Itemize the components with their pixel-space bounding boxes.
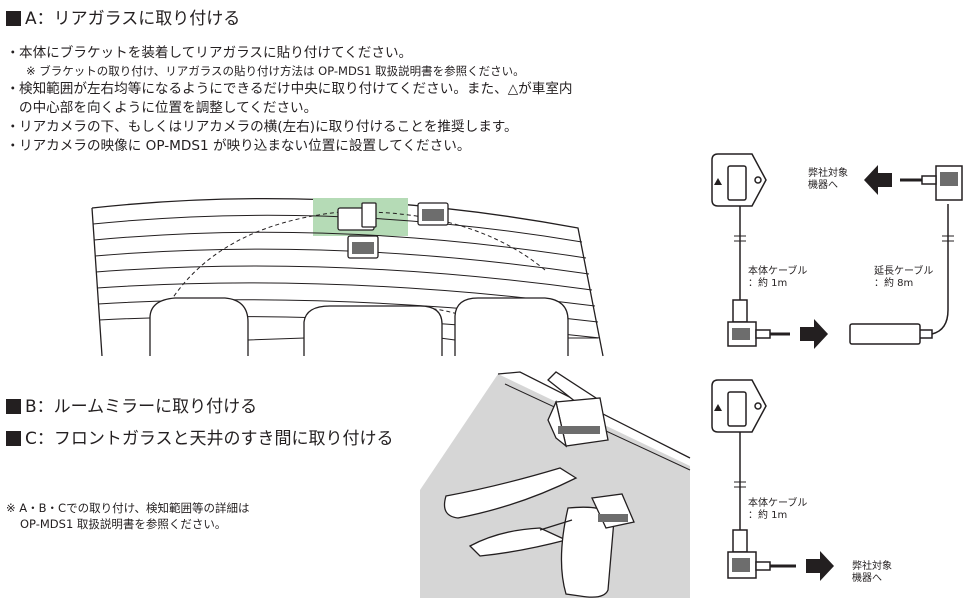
list-item-text: の中心部を向くように位置を調整してください。 [19, 100, 318, 116]
arrow-right-icon [806, 551, 834, 581]
target-device-label: 弊社対象 機器へ [852, 561, 892, 584]
wiring-diagram-bottom [711, 379, 834, 581]
triangle-mark-icon [714, 178, 722, 185]
rear-window-illustration [91, 197, 604, 357]
section-a-title: A：リアガラスに取り付ける [25, 9, 241, 29]
body-cable-label: 本体ケーブル ：約 1m [748, 498, 808, 521]
list-item-text: 検知範囲が左右均等になるようにできるだけ中央に取り付けてください。また、△が車室… [19, 81, 573, 97]
list-item-text: リアカメラの映像に OP-MDS1 が映り込まない位置に設置してください。 [19, 138, 471, 154]
section-c-heading: C：フロントガラスと天井のすき間に取り付ける [6, 428, 394, 450]
list-item: ・リアカメラの映像に OP-MDS1 が映り込まない位置に設置してください。 [6, 138, 471, 154]
section-b-title: B：ルームミラーに取り付ける [25, 397, 258, 417]
instruction-list: ・本体にブラケットを装着してリアガラスに貼り付けてください。 ※ ブラケットの取… [6, 44, 706, 156]
footnote-line: ※ A・B・Cでの取り付け、検知範囲等の詳細は [6, 501, 250, 515]
section-c-title: C：フロントガラスと天井のすき間に取り付ける [25, 429, 394, 449]
body-cable-label: 本体ケーブル ：約 1m [748, 266, 808, 289]
list-item-note: ※ ブラケットの取り付け、リアガラスの貼り付け方法は OP-MDS1 取扱説明書… [26, 64, 525, 78]
square-bullet-icon [6, 11, 21, 26]
target-device-label: 弊社対象 機器へ [808, 168, 848, 191]
interior-mirror-illustration [420, 371, 691, 598]
list-item: ・本体にブラケットを装着してリアガラスに貼り付けてください。 [6, 45, 413, 61]
footnote-line: OP-MDS1 取扱説明書を参照ください。 [20, 517, 227, 531]
list-item: ・検知範囲が左右均等になるようにできるだけ中央に取り付けてください。また、△が車… [6, 81, 573, 116]
section-b-heading: B：ルームミラーに取り付ける [6, 396, 257, 418]
list-item: ・リアカメラの下、もしくはリアカメラの横(左右)に取り付けることを推奨します。 [6, 119, 518, 135]
wiring-diagram-top [711, 153, 963, 349]
list-item-text: リアカメラの下、もしくはリアカメラの横(左右)に取り付けることを推奨します。 [19, 119, 518, 135]
triangle-mark-icon [714, 404, 722, 411]
square-bullet-icon [6, 399, 21, 414]
arrow-left-icon [864, 165, 892, 195]
section-a-heading: A：リアガラスに取り付ける [6, 8, 240, 30]
footnote: ※ A・B・Cでの取り付け、検知範囲等の詳細は OP-MDS1 取扱説明書を参照… [6, 500, 250, 532]
extension-cable-label: 延長ケーブル ：約 8m [874, 266, 934, 289]
extension-socket [849, 323, 921, 345]
square-bullet-icon [6, 431, 21, 446]
arrow-right-icon [800, 319, 828, 349]
list-item-text: 本体にブラケットを装着してリアガラスに貼り付けてください。 [19, 45, 413, 61]
